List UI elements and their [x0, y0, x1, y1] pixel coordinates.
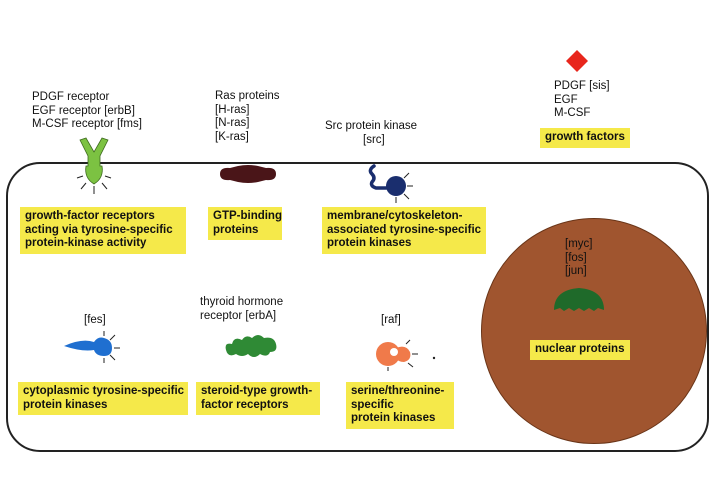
nuclear-protein-icon	[554, 288, 604, 311]
nuclear-box: nuclear proteins	[530, 340, 630, 360]
ras-names: Ras proteins [H-ras] [N-ras] [K-ras]	[215, 90, 280, 144]
ras-name: Ras proteins	[215, 90, 280, 102]
src-box: membrane/cytoskeleton- associated tyrosi…	[322, 207, 486, 254]
receptor-icon	[76, 137, 112, 194]
growth-factor-name: EGF	[554, 93, 578, 106]
raf-kinase-icon	[376, 339, 436, 371]
growth-factor-name: M-CSF	[554, 107, 591, 119]
src-kinase-icon	[368, 164, 413, 203]
src-names: Src protein kinase [src]	[325, 120, 417, 147]
raf-box: serine/threonine- specific protein kinas…	[346, 382, 454, 429]
ras-name: [H-ras]	[215, 103, 250, 116]
thyroid-name: thyroid hormone	[200, 296, 284, 308]
ras-box: GTP-binding proteins	[208, 207, 282, 240]
diamond-icon	[566, 50, 588, 72]
receptor-box: growth-factor receptors acting via tyros…	[20, 207, 186, 254]
nuclear-gene: [fos]	[565, 251, 587, 264]
thyroid-names: thyroid hormone receptor [erbA]	[200, 296, 283, 323]
fes-box: cytoplasmic tyrosine-specific protein ki…	[18, 382, 188, 415]
raf-name: [raf]	[381, 314, 401, 326]
receptor-name: M-CSF receptor [fms]	[32, 118, 142, 130]
thyroid-receptor-icon	[225, 335, 277, 357]
growth-factor-name: PDGF [sis]	[554, 80, 610, 92]
growth-factors-box: growth factors	[540, 128, 630, 148]
ras-protein-icon	[220, 165, 276, 183]
thyroid-name: receptor [erbA]	[200, 309, 277, 322]
src-name: Src protein kinase	[325, 120, 418, 132]
receptor-name: PDGF receptor	[32, 91, 110, 103]
ras-name: [N-ras]	[215, 117, 250, 129]
src-name: [src]	[363, 133, 385, 146]
nuclear-gene: [myc]	[565, 238, 593, 250]
nuclear-names: [myc] [fos] [jun]	[565, 238, 592, 279]
growth-factor-names: PDGF [sis] EGF M-CSF	[554, 80, 610, 121]
fes-name: [fes]	[84, 314, 106, 326]
receptor-names: PDGF receptor EGF receptor [erbB] M-CSF …	[32, 91, 142, 132]
ras-name: [K-ras]	[215, 130, 249, 143]
cell-membrane	[6, 162, 709, 452]
fes-kinase-icon	[64, 331, 120, 363]
nucleus	[481, 218, 707, 444]
receptor-name: EGF receptor [erbB]	[32, 104, 135, 117]
thyroid-box: steroid-type growth- factor receptors	[196, 382, 320, 415]
nuclear-gene: [jun]	[565, 265, 587, 277]
